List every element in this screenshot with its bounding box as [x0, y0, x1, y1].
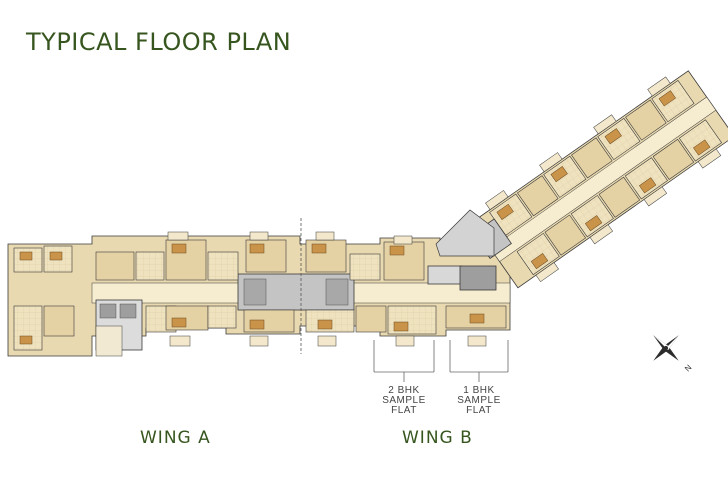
sample-flat-2bhk-line2: SAMPLE [382, 395, 426, 406]
bedroom-accents [19, 243, 485, 345]
sample-flat-markers [373, 340, 509, 382]
sample-flat-2bhk-type: 2 BHK [388, 385, 420, 396]
sample-flat-2bhk-label: 2 BHK SAMPLE FLAT [374, 386, 434, 416]
sample-flat-1bhk-line2: SAMPLE [457, 395, 501, 406]
sample-flat-1bhk-type: 1 BHK [463, 385, 495, 396]
compass-north-label: N [683, 363, 694, 374]
wing-a-label: WING A [140, 428, 211, 448]
sample-flat-2bhk-line3: FLAT [391, 405, 417, 416]
page-title: TYPICAL FLOOR PLAN [26, 28, 292, 56]
compass-rose-icon: N [653, 335, 694, 374]
wing-b-label: WING B [402, 428, 473, 448]
joint-wedge [435, 209, 495, 257]
balconies-horizontal [167, 231, 487, 347]
sample-flat-1bhk-label: 1 BHK SAMPLE FLAT [449, 386, 509, 416]
diagonal-block [471, 70, 728, 289]
sample-flat-1bhk-line3: FLAT [466, 405, 492, 416]
